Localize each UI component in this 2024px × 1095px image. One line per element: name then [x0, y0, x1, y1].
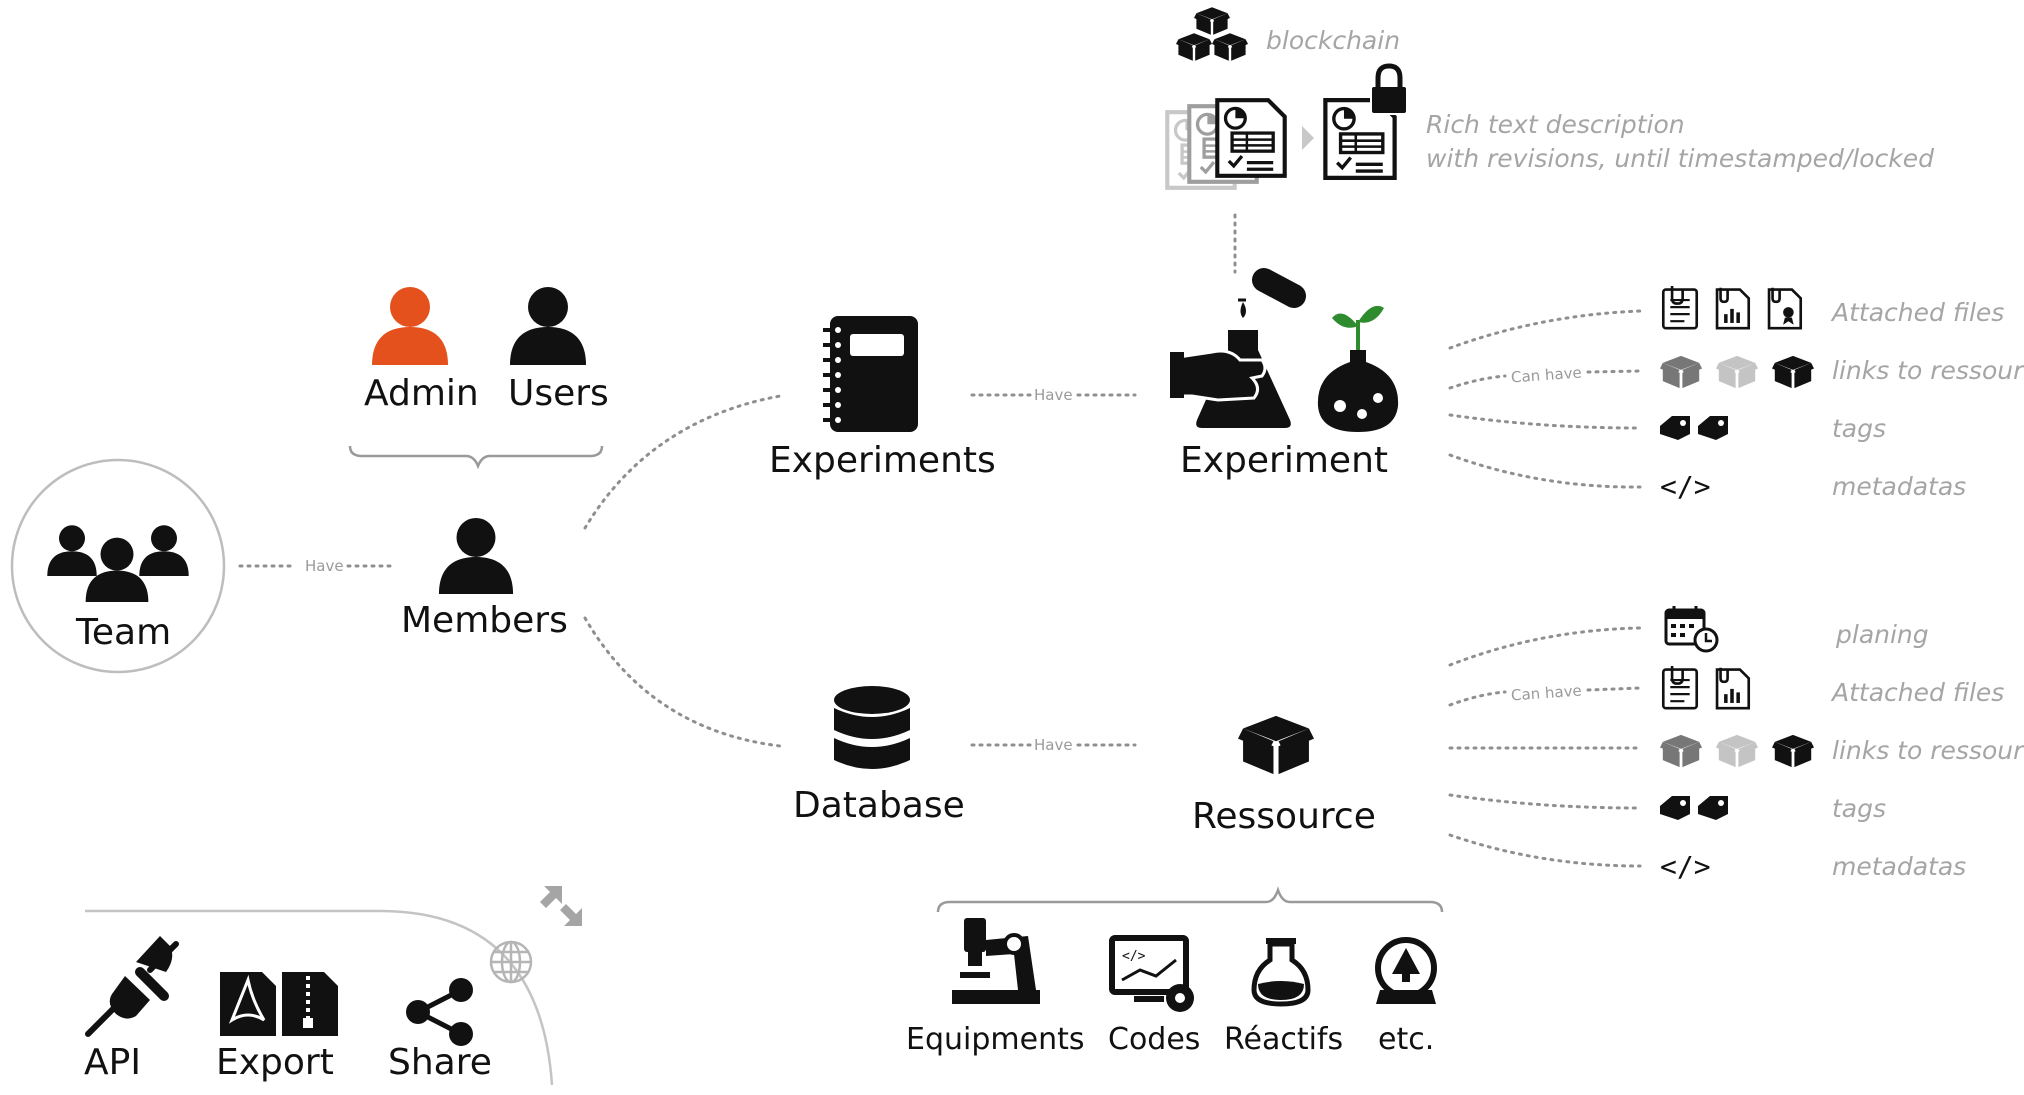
admin-label: Admin — [364, 373, 479, 414]
ressource-label: Ressource — [1192, 796, 1376, 837]
resource-link-icon-light — [1716, 355, 1758, 389]
plant-flask-icon — [1317, 305, 1399, 432]
tag-icon — [1698, 796, 1728, 820]
tag-icon — [1660, 416, 1690, 440]
ressource-box-icon — [1238, 715, 1314, 775]
equipments-label: Equipments — [906, 1022, 1085, 1057]
users-label: Users — [508, 373, 609, 414]
database-label: Database — [793, 785, 965, 826]
team-label: Team — [76, 612, 172, 653]
code-screen-icon: </> — [1109, 935, 1194, 1012]
have-connector-label: Have — [1034, 736, 1073, 754]
notebook-icon — [823, 316, 918, 432]
ressource-feature-label: Attached files — [1832, 678, 2005, 707]
blockchain-label: blockchain — [1266, 26, 1401, 55]
members-icon — [438, 517, 514, 594]
experiment-feature-icons: </> — [1660, 286, 1814, 503]
connectors — [238, 213, 1642, 868]
ressource-feature-icons: </> — [1660, 606, 1814, 883]
experiments-label: Experiments — [769, 440, 996, 481]
members-label: Members — [401, 600, 568, 641]
admin-icon — [372, 287, 448, 365]
code-icon: </> — [1660, 850, 1711, 883]
have-connector-label: Have — [305, 557, 344, 575]
snow-globe-icon — [1375, 937, 1437, 1004]
experiment-feature-label: links to ressources — [1832, 356, 2024, 385]
resource-link-icon-light — [1716, 734, 1758, 768]
share-label: Share — [388, 1042, 492, 1083]
zip-file-icon — [282, 972, 338, 1036]
revision-documents-icon — [1167, 100, 1314, 188]
experiment-feature-label: tags — [1832, 414, 1887, 443]
experiment-feature-label: Attached files — [1832, 298, 2005, 327]
attached-file-icon — [1661, 286, 1699, 330]
codes-label: Codes — [1108, 1022, 1201, 1057]
lab-experiment-icon — [1170, 268, 1307, 428]
ressource-feature-label: tags — [1832, 794, 1887, 823]
certificate-file-icon — [1767, 286, 1803, 330]
reactifs-label: Réactifs — [1224, 1022, 1344, 1057]
api-label: API — [84, 1042, 141, 1083]
calendar-clock-icon — [1664, 606, 1719, 653]
tag-icon — [1660, 796, 1690, 820]
roles-brace — [348, 445, 604, 470]
chart-file-icon — [1715, 666, 1751, 710]
team-circle — [10, 458, 226, 674]
pdf-file-icon — [220, 972, 276, 1036]
ressource-feature-label: links to ressources — [1832, 736, 2024, 765]
experiment-feature-label: metadatas — [1832, 472, 1967, 501]
api-plug-icon — [85, 936, 179, 1037]
rich-text-description-line1: Rich text description — [1426, 110, 1685, 139]
users-icon — [510, 287, 586, 365]
resource-link-icon — [1772, 734, 1814, 768]
reagent-flask-icon — [1251, 938, 1311, 1007]
svg-text:</>: </> — [1122, 949, 1146, 964]
globe-icon — [489, 940, 533, 984]
code-icon: </> — [1660, 470, 1711, 503]
share-icon — [406, 978, 473, 1046]
blockchain-icon — [1176, 7, 1248, 61]
resource-link-icon-dark — [1660, 734, 1702, 768]
team-icon — [47, 525, 189, 602]
export-label: Export — [216, 1042, 334, 1083]
attached-file-icon — [1661, 666, 1699, 710]
chart-file-icon — [1715, 286, 1751, 330]
sync-arrows-icon — [540, 886, 582, 926]
experiment-label: Experiment — [1180, 440, 1389, 481]
equipment-icon — [952, 918, 1040, 1004]
ressource-types-brace — [936, 886, 1444, 913]
rich-text-description-line2: with revisions, until timestamped/locked — [1426, 144, 1934, 173]
database-icon — [834, 686, 910, 769]
resource-link-icon-dark — [1660, 355, 1702, 389]
ressource-feature-label: planing — [1836, 620, 1929, 649]
tools-arc — [85, 909, 554, 1086]
etc-label: etc. — [1378, 1022, 1435, 1057]
tag-icon — [1698, 416, 1728, 440]
resource-link-icon — [1772, 355, 1814, 389]
have-connector-label: Have — [1034, 386, 1073, 404]
locked-document-icon — [1325, 63, 1408, 178]
ressource-feature-label: metadatas — [1832, 852, 1967, 881]
